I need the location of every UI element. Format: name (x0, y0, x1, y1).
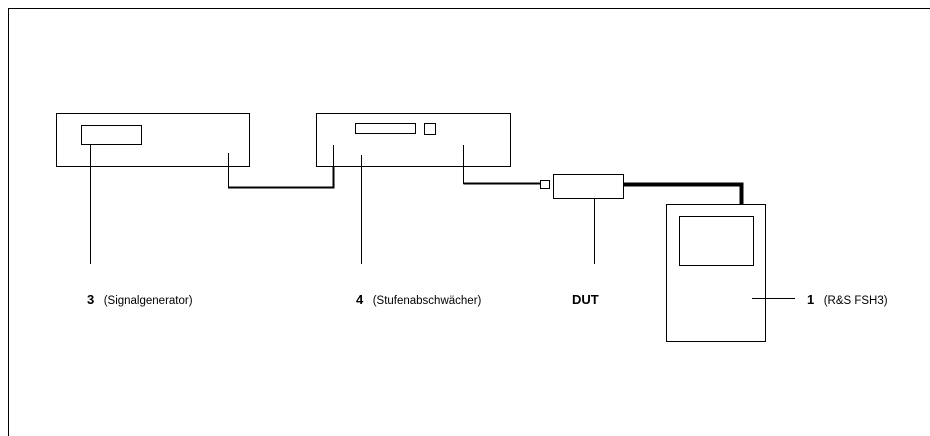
step-attenuator-label: 4 (Stufenabschwächer) (356, 291, 482, 308)
step-attenuator-number: 4 (356, 292, 364, 307)
analyzer-text: (R&S FSH3) (824, 295, 888, 307)
step-attenuator-button (424, 123, 436, 135)
signal-generator-display (81, 125, 142, 145)
signal-generator-device (56, 113, 250, 189)
analyzer-screen (679, 216, 754, 266)
cable-dut-to-analyzer (624, 182, 744, 205)
analyzer-device (666, 204, 766, 342)
dut-label: DUT (572, 292, 599, 307)
signal-generator-label: 3 (Signalgenerator) (87, 291, 193, 308)
step-attenuator-text: (Stufenabschwächer) (373, 295, 482, 307)
signal-generator-number: 3 (87, 292, 94, 307)
analyzer-number: 1 (807, 292, 814, 307)
step-attenuator-device (316, 113, 511, 188)
signal-generator-text: (Signalgenerator) (104, 295, 193, 307)
dut-device (540, 174, 624, 199)
dut-connector (540, 180, 550, 189)
analyzer-label: 1 (R&S FSH3) (807, 291, 888, 308)
step-attenuator-display (355, 123, 416, 134)
